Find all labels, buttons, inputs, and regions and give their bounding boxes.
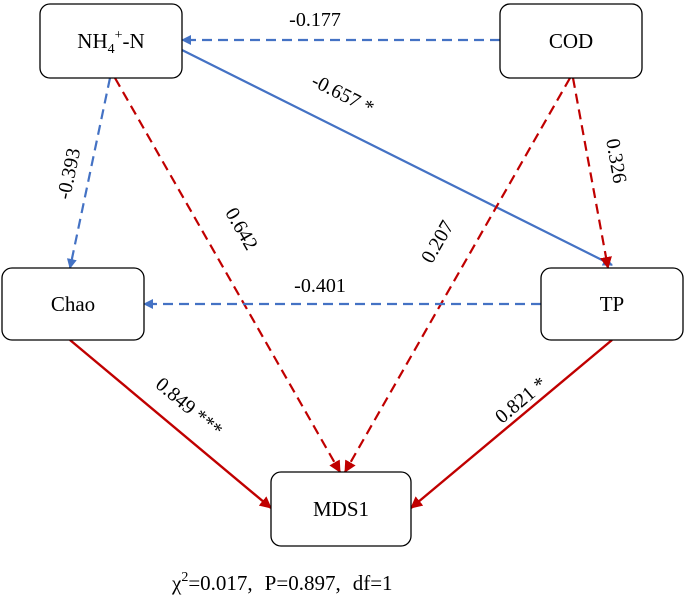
node-cod-label: COD [549, 29, 593, 53]
node-nh4n-box [39, 3, 183, 79]
coef-nh4n-mds1: 0.642 [220, 204, 262, 254]
edge-cod-to-tp [571, 77, 612, 269]
edge-cod-to-mds1 [344, 77, 571, 473]
node-nh4n: NH4+-N [39, 3, 183, 79]
coef-chao-mds1: 0.849 *** [151, 373, 226, 441]
node-tp-box [540, 267, 684, 341]
node-tp: TP [540, 267, 684, 341]
node-mds1-box [270, 471, 412, 547]
coef-tp-mds1: 0.821 * [491, 373, 551, 428]
coef-cod-nh4n: -0.177 [289, 9, 341, 31]
coef-cod-mds1: 0.207 [417, 217, 459, 267]
edge-nh4n-to-chao [66, 77, 112, 269]
edge-chao-to-mds1 [69, 339, 272, 509]
node-mds1: MDS1 [270, 471, 412, 547]
node-cod-box [499, 3, 643, 79]
edge-tp-to-mds1 [410, 339, 613, 509]
model-fit-statistics: χ2=0.017,P=0.897,df=1 [171, 570, 393, 595]
edge-nh4n-to-mds1 [114, 77, 341, 473]
edge-nh4n-to-tp [181, 49, 613, 266]
coef-nh4n-tp: -0.657 * [308, 70, 377, 120]
path-arrows [66, 35, 613, 509]
coef-tp-chao: -0.401 [294, 275, 346, 297]
node-chao: Chao [1, 267, 145, 341]
node-nh4n-label: NH4+-N [77, 28, 144, 57]
node-chao-box [1, 267, 145, 341]
coef-nh4n-chao: -0.393 [53, 146, 85, 201]
node-tp-label: TP [600, 292, 625, 316]
coef-cod-tp: 0.326 [601, 137, 630, 185]
node-chao-label: Chao [51, 292, 95, 316]
node-mds1-label: MDS1 [313, 497, 369, 521]
node-cod: COD [499, 3, 643, 79]
